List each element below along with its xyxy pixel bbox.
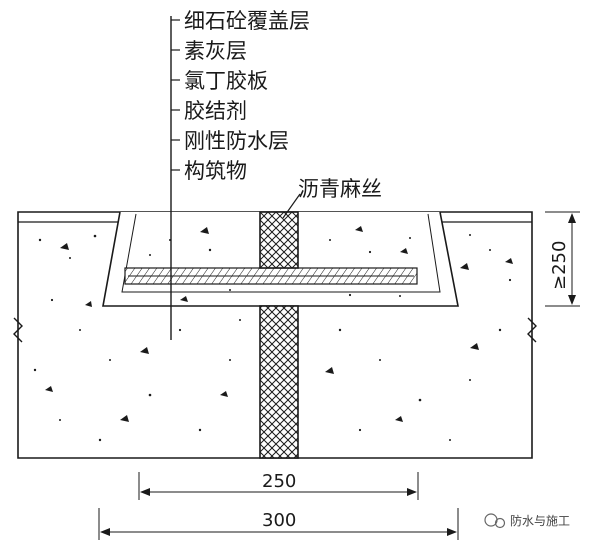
neoprene-sheet bbox=[124, 267, 418, 285]
aggregate-texture bbox=[33, 226, 513, 442]
layer-label-neoprene: 氯丁胶板 bbox=[184, 69, 268, 93]
layer-label-adhesive: 胶结剂 bbox=[184, 99, 247, 123]
filler-label: 沥青麻丝 bbox=[298, 177, 382, 201]
layer-label-fine-concrete: 细石砼覆盖层 bbox=[184, 9, 310, 33]
layer-label-rigid-waterproof: 刚性防水层 bbox=[184, 129, 289, 153]
depth-dimension-label: ≥250 bbox=[549, 241, 570, 290]
outer-width-label: 300 bbox=[262, 510, 296, 531]
watermark: 防水与施工 bbox=[484, 513, 570, 529]
inner-width-label: 250 bbox=[262, 471, 296, 492]
asphalt-hemp-filler bbox=[259, 211, 299, 459]
depth-dimension: ≥250 bbox=[545, 211, 580, 307]
filler-callout: 沥青麻丝 bbox=[282, 177, 382, 219]
outer-width-dimension: 300 bbox=[98, 508, 459, 540]
layer-label-plain-ash: 素灰层 bbox=[184, 39, 247, 63]
inner-width-dimension: 250 bbox=[138, 471, 419, 500]
layer-leader bbox=[170, 16, 180, 340]
layer-label-structure: 构筑物 bbox=[184, 159, 247, 183]
layer-labels: 细石砼覆盖层 素灰层 氯丁胶板 胶结剂 刚性防水层 构筑物 bbox=[184, 9, 310, 183]
watermark-text: 防水与施工 bbox=[510, 513, 570, 528]
